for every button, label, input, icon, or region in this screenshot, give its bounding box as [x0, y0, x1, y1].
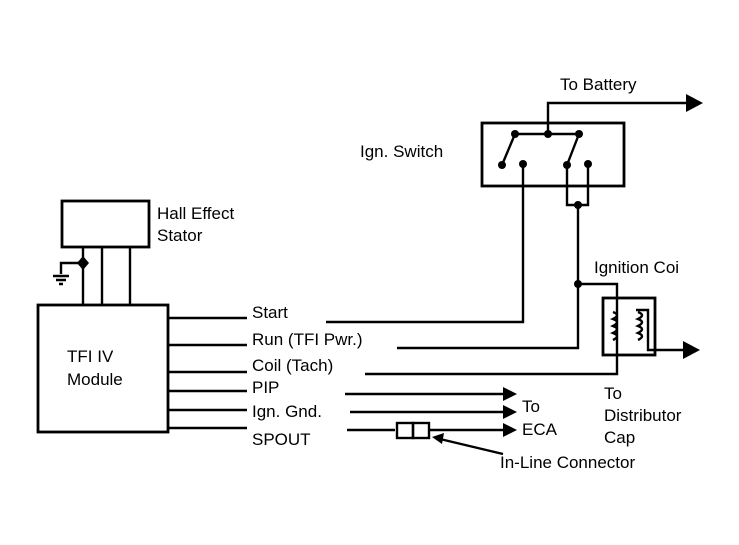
to-distributor-label-3: Cap: [604, 428, 635, 447]
ground-icon: [53, 274, 69, 286]
battery-arrow-icon: [686, 94, 703, 112]
to-distributor-label-1: To: [604, 384, 622, 403]
to-battery-label: To Battery: [560, 75, 637, 94]
wire-label-start: Start: [252, 303, 288, 322]
inline-connector-icon: [395, 421, 431, 440]
to-eca-label-2: ECA: [522, 420, 558, 439]
ign-switch-label: Ign. Switch: [360, 142, 443, 161]
wire-label-ign-gnd: Ign. Gnd.: [252, 402, 322, 421]
eca-wires: [345, 387, 517, 456]
ignition-coil: [365, 296, 700, 376]
to-eca-label-1: To: [522, 397, 540, 416]
module-label-1: TFI IV: [67, 347, 114, 366]
wire-label-run: Run (TFI Pwr.): [252, 330, 363, 349]
hall-effect-label-2: Stator: [157, 226, 203, 245]
hall-effect-stator: [53, 199, 151, 305]
tfi-module: [36, 303, 247, 434]
distributor-arrow-icon: [683, 341, 700, 359]
inline-connector-label: In-Line Connector: [500, 453, 635, 472]
wire-label-spout: SPOUT: [252, 430, 311, 449]
ignition-coil-label: Ignition Coi: [594, 258, 679, 277]
wire-label-pip: PIP: [252, 378, 279, 397]
wire-label-coil: Coil (Tach): [252, 356, 333, 375]
module-label-2: Module: [67, 370, 123, 389]
ignition-switch: [326, 94, 703, 350]
to-distributor-label-2: Distributor: [604, 406, 682, 425]
hall-effect-label-1: Hall Effect: [157, 204, 234, 223]
